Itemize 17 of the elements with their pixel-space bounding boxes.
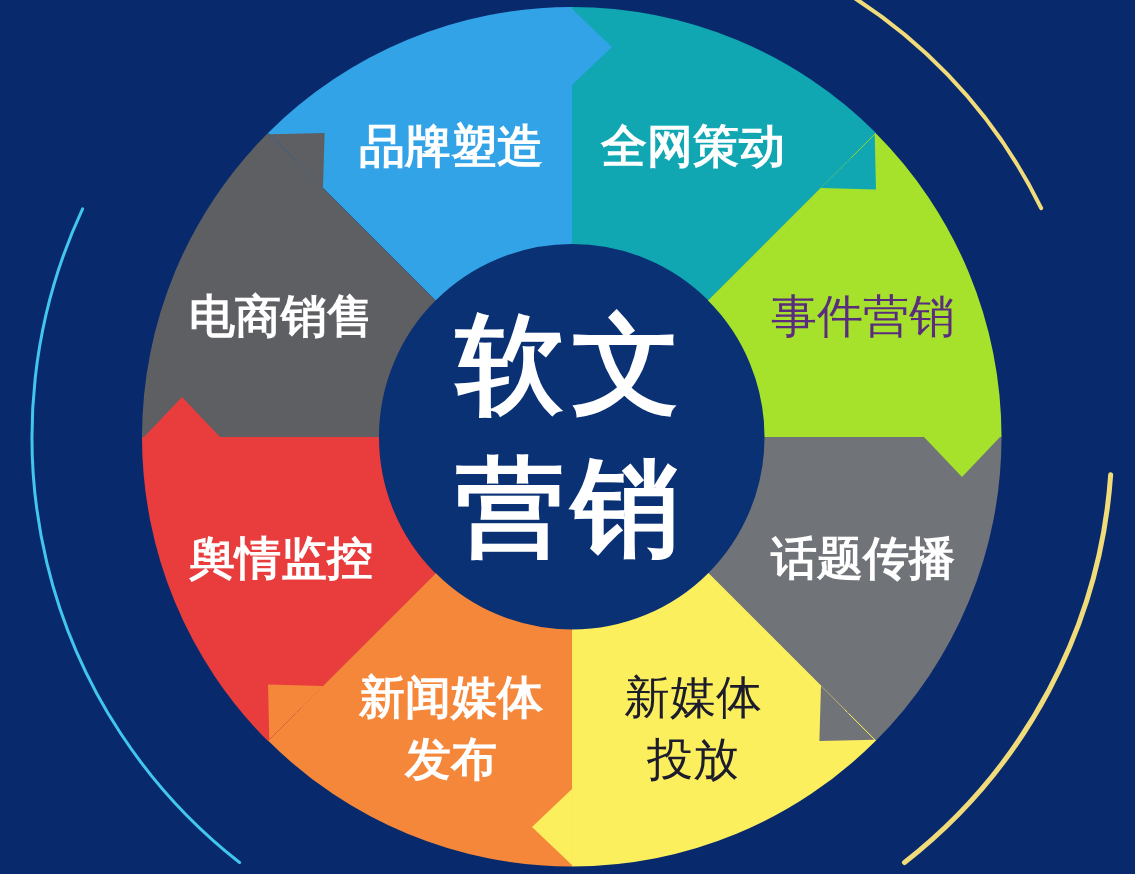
segment-label: 电商销售	[188, 288, 373, 346]
arrow	[820, 134, 876, 190]
segment-label: 全网策动	[600, 117, 785, 175]
arrow	[924, 434, 1000, 477]
center-title: 软文营销	[453, 301, 689, 572]
segment-label: 舆情监控	[188, 529, 373, 587]
arrow	[269, 133, 325, 189]
segment-label: 品牌塑造	[359, 117, 544, 175]
segment-label: 新媒体投放	[622, 668, 763, 788]
arrow	[819, 685, 875, 741]
arrow	[569, 9, 612, 85]
segment-label: 事件营销	[771, 288, 955, 346]
segment-label: 话题传播	[771, 529, 955, 587]
arrow	[268, 684, 324, 740]
arrow	[144, 397, 220, 440]
segment-label: 新闻媒体发布	[358, 668, 545, 788]
arrow	[532, 789, 575, 865]
